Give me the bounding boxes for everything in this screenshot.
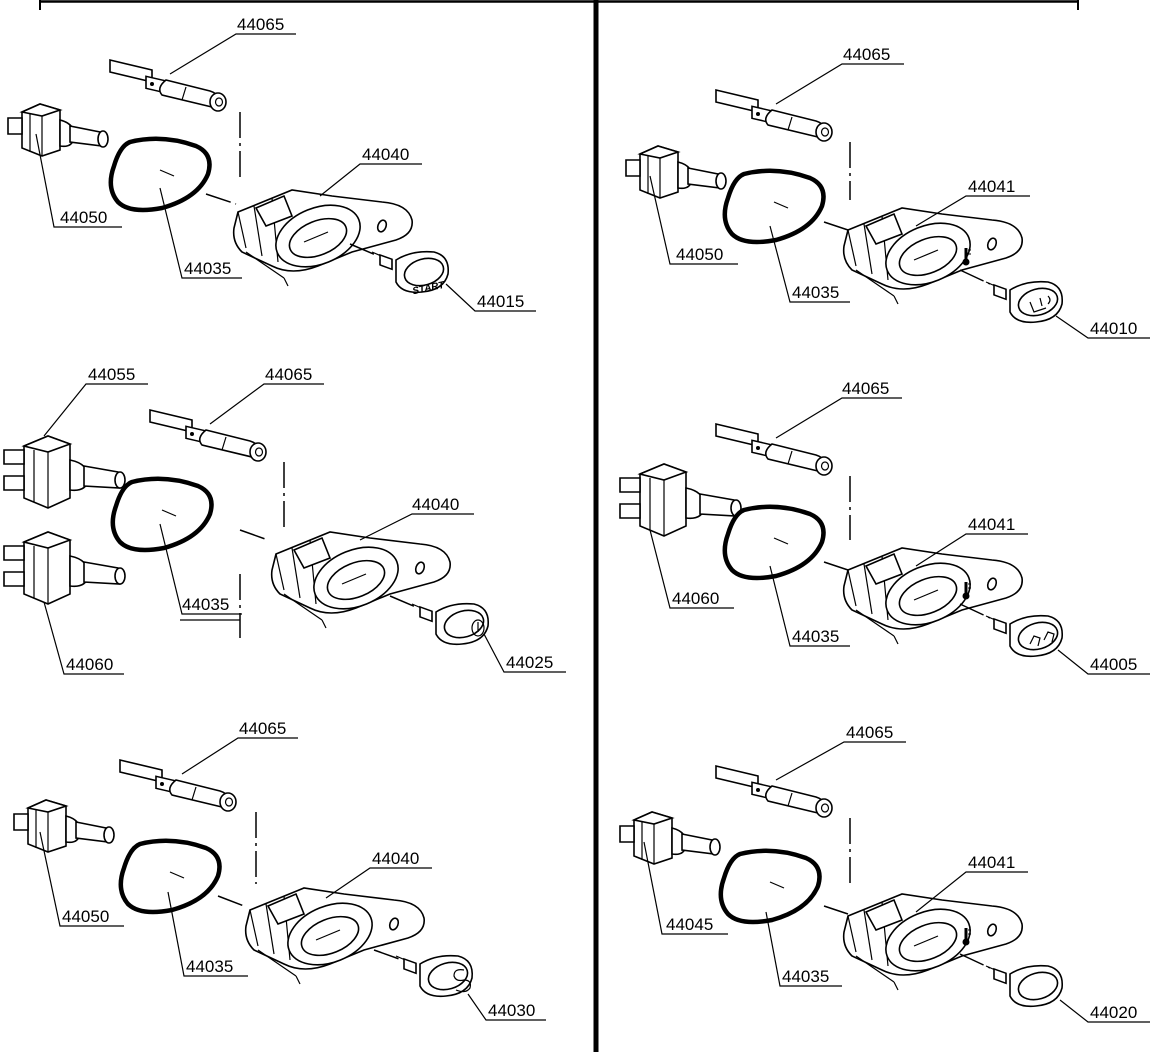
label-44041: 44041	[968, 177, 1015, 196]
label-44010: 44010	[1090, 319, 1137, 338]
button-44020	[985, 964, 1064, 1008]
label-44065: 44065	[265, 365, 312, 384]
panel-left-1: START 44065 44040 44050 44035 44015	[7, 15, 536, 312]
label-44040: 44040	[362, 145, 409, 164]
mode-icon	[1029, 631, 1055, 647]
button-44005	[985, 614, 1064, 658]
panel-left-2: 44065 44040 44055 44060 44035 44025	[3, 365, 566, 675]
label-44065: 44065	[239, 719, 286, 738]
label-44045: 44045	[666, 915, 713, 934]
label-44050: 44050	[62, 907, 109, 926]
label-44065: 44065	[846, 723, 893, 742]
label-44050: 44050	[60, 208, 107, 227]
wire-44065	[119, 759, 237, 812]
label-44035: 44035	[792, 627, 839, 646]
panel-right-1: 44065 44041 44050 44035 44010	[625, 45, 1150, 339]
label-44040: 44040	[412, 495, 459, 514]
label-44065: 44065	[843, 45, 890, 64]
label-44025: 44025	[506, 653, 553, 672]
seat-heater-icon	[1029, 295, 1051, 313]
label-44005: 44005	[1090, 655, 1137, 674]
switch-44055	[3, 435, 126, 509]
button-44010	[985, 280, 1064, 324]
wire-44065	[149, 409, 267, 462]
switch-44060	[619, 463, 742, 537]
wire-44065	[715, 765, 833, 818]
switch-44060	[3, 531, 126, 605]
panel-right-2: 44065 44041 44060 44035 44005	[619, 379, 1150, 675]
wire-44065	[715, 89, 833, 142]
label-44020: 44020	[1090, 1003, 1137, 1022]
ring-44035	[113, 479, 212, 550]
label-44065: 44065	[842, 379, 889, 398]
s-logo-icon	[453, 969, 471, 993]
ring-44035	[721, 851, 820, 922]
switch-44045	[619, 811, 721, 865]
body-44040	[232, 189, 414, 287]
label-44040: 44040	[372, 849, 419, 868]
ring-44035	[725, 507, 824, 578]
label-44035: 44035	[182, 595, 229, 614]
wire-44065	[715, 423, 833, 476]
label-44060: 44060	[672, 589, 719, 608]
label-44060: 44060	[66, 655, 113, 674]
switch-44050	[625, 145, 727, 199]
ring-44035	[725, 171, 824, 242]
label-44030: 44030	[488, 1001, 535, 1020]
wire-44065	[109, 59, 227, 112]
label-44041: 44041	[968, 853, 1015, 872]
button-44025	[411, 602, 490, 646]
ring-44035	[111, 139, 210, 210]
label-44050: 44050	[676, 245, 723, 264]
panel-left-3: 44065 44040 44050 44035 44030	[13, 719, 546, 1021]
switch-44050	[13, 799, 115, 853]
button-44015: START	[371, 250, 450, 297]
button-44030	[395, 954, 474, 998]
switch-44050	[7, 103, 109, 157]
label-44035: 44035	[184, 259, 231, 278]
label-44041: 44041	[968, 515, 1015, 534]
panel-right-3: 44065 44041 44045 44035 44020	[619, 723, 1150, 1023]
power-icon	[471, 619, 485, 637]
label-44015: 44015	[477, 292, 524, 311]
label-44035: 44035	[782, 967, 829, 986]
label-44055: 44055	[88, 365, 135, 384]
label-44035: 44035	[792, 283, 839, 302]
label-44065: 44065	[237, 15, 284, 34]
body-44040	[244, 887, 426, 985]
label-44035: 44035	[186, 957, 233, 976]
